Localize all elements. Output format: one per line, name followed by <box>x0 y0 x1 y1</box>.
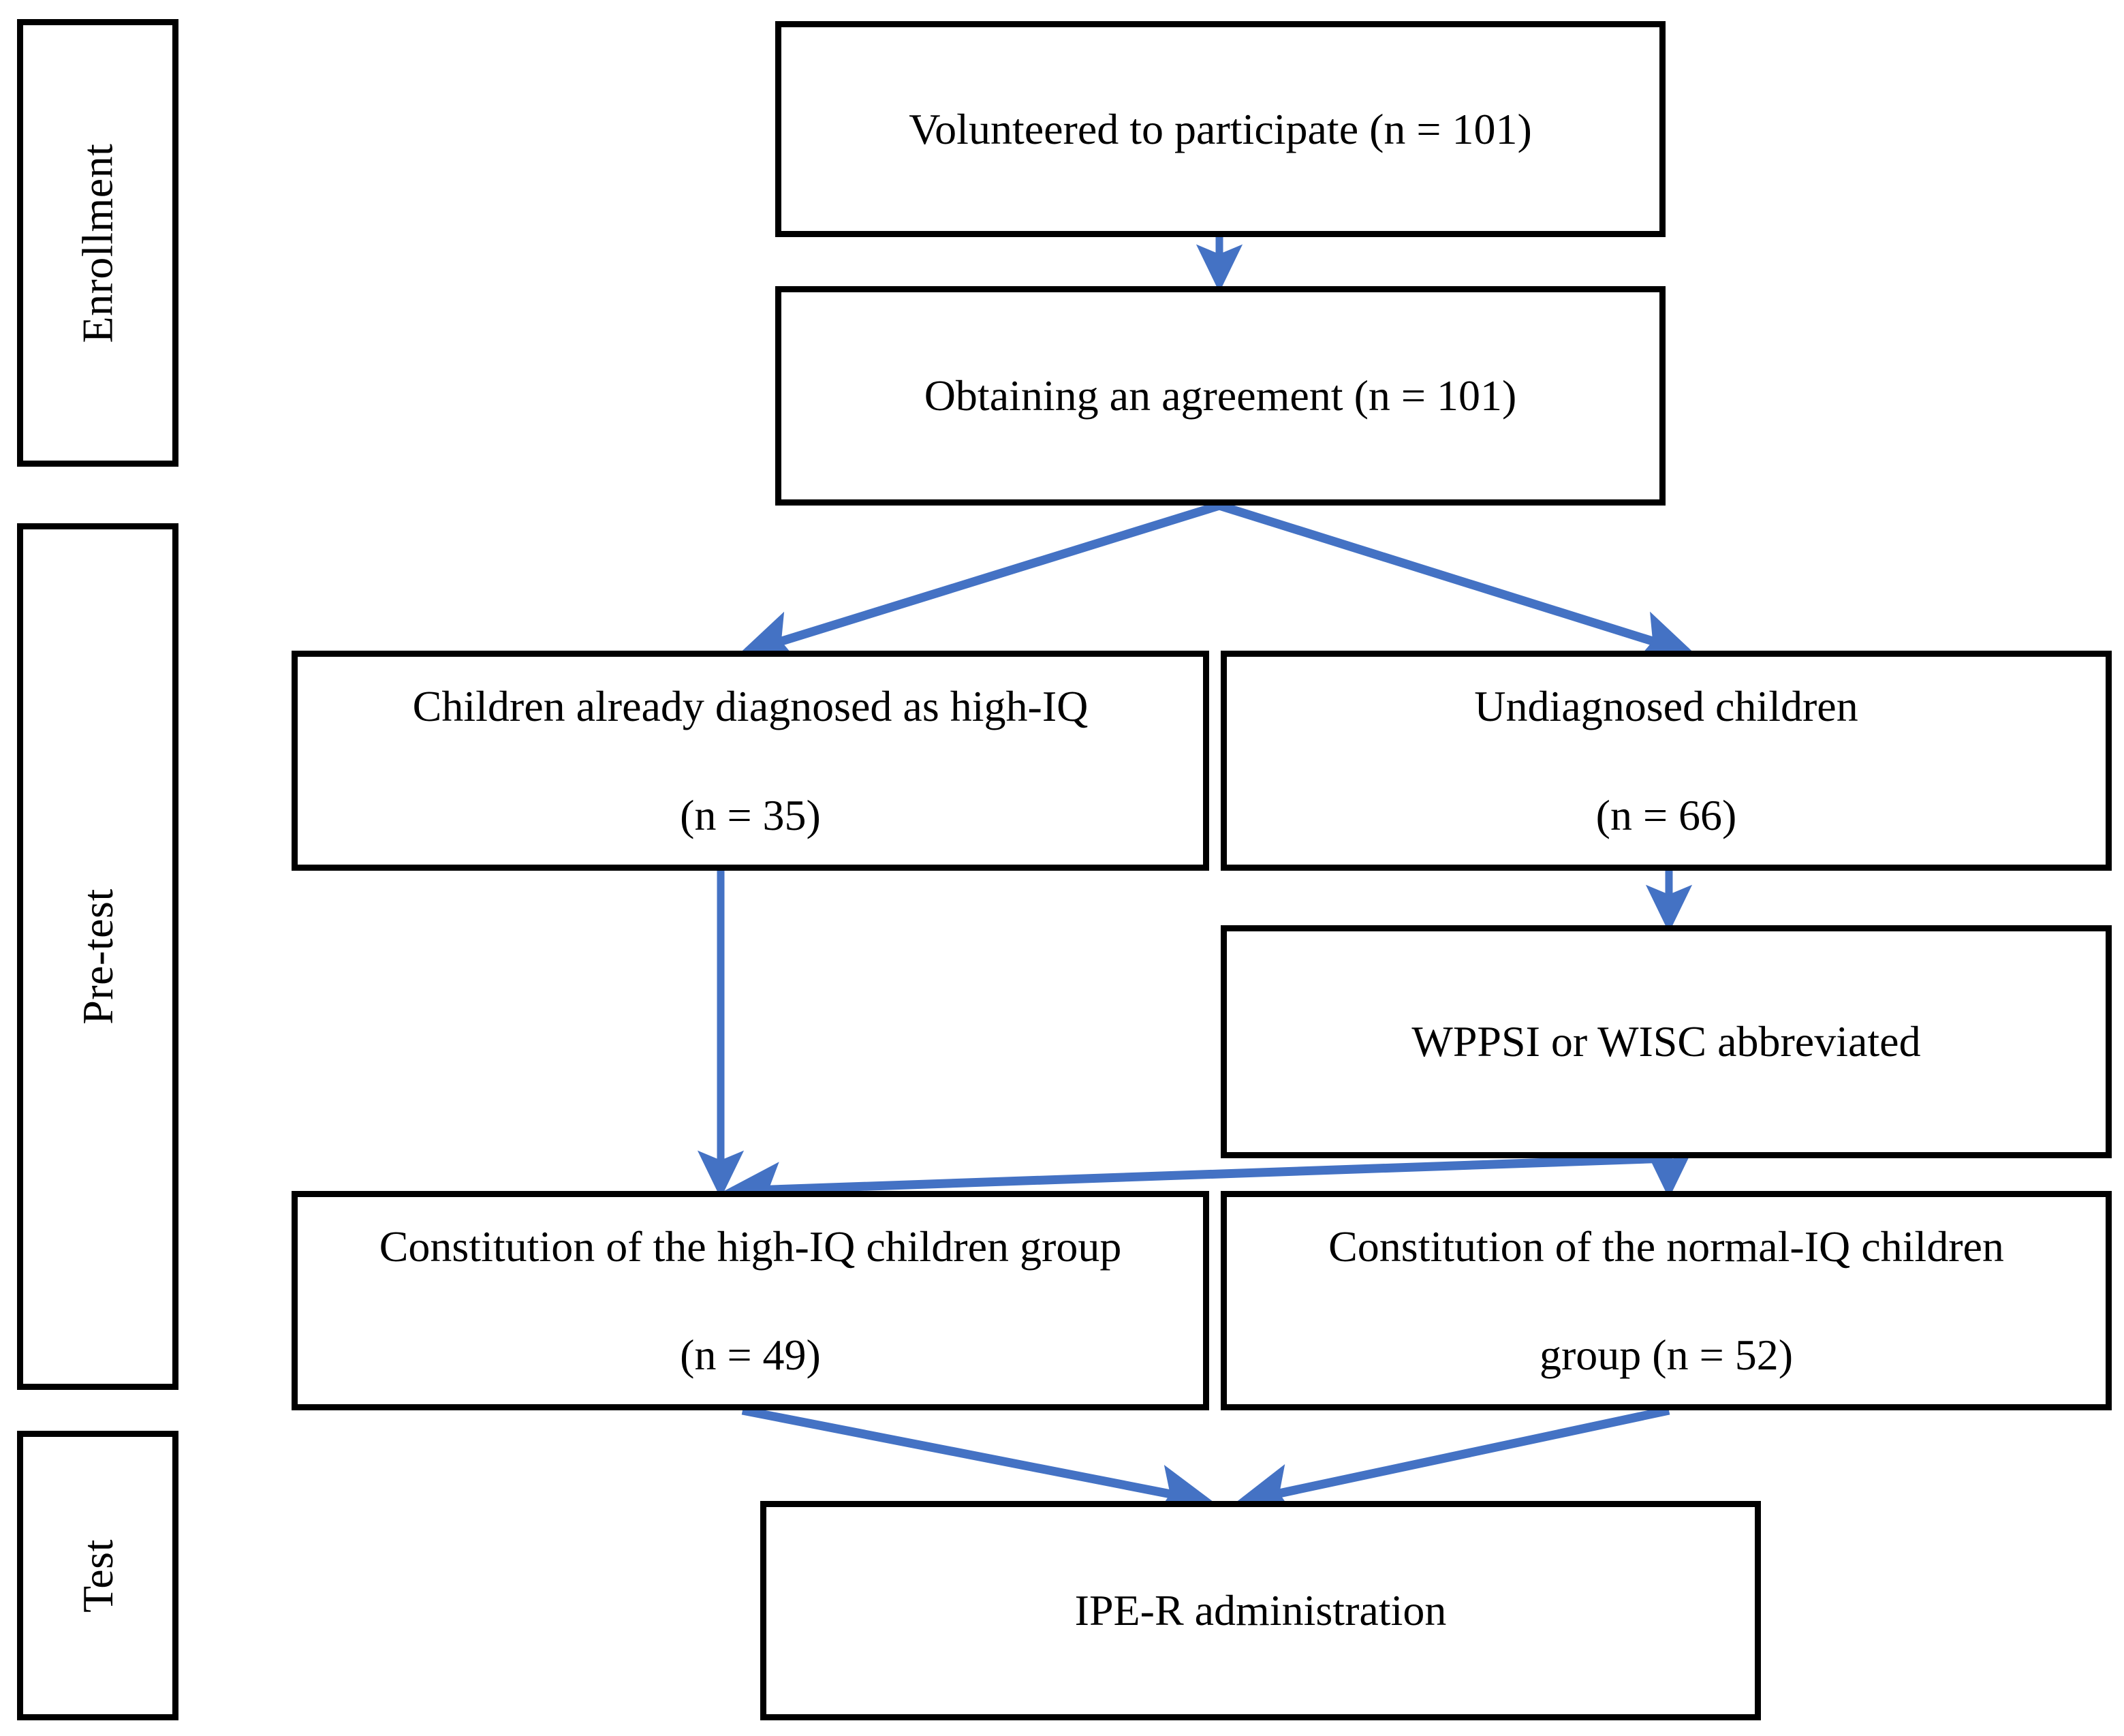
stage-label-pre-test: Pre-test <box>73 888 122 1025</box>
node-agreement-line-1: Obtaining an agreement (n = 101) <box>924 371 1517 420</box>
node-volunteered-line-1: Volunteered to participate (n = 101) <box>909 104 1532 153</box>
stage-label-test: Test <box>73 1538 122 1613</box>
node-normal-iq-group-line-1: Constitution of the normal-IQ children <box>1328 1222 2004 1271</box>
node-normal-iq-group-line-2: group (n = 52) <box>1539 1331 1794 1379</box>
node-undiagnosed-line-1: Undiagnosed children <box>1474 682 1858 731</box>
node-high-iq-group-line-2: (n = 49) <box>680 1331 821 1379</box>
node-high-iq-group: Constitution of the high-IQ children gro… <box>292 1191 1209 1410</box>
stage-box-enrollment: Enrollment <box>17 19 178 467</box>
node-already-diagnosed-line-2: (n = 35) <box>680 790 821 839</box>
node-already-diagnosed: Children already diagnosed as high-IQ (n… <box>292 651 1209 871</box>
edge-agreement-to-undiagnosed <box>1218 501 1696 664</box>
node-agreement: Obtaining an agreement (n = 101) <box>775 286 1666 506</box>
node-wppsi-wisc: WPPSI or WISC abbreviated <box>1221 925 2112 1158</box>
node-ipe-r: IPE-R administration <box>760 1501 1761 1720</box>
edge-wppsi-wisc-to-high-iq-group <box>723 1153 1670 1217</box>
node-undiagnosed-line-2: (n = 66) <box>1595 790 1737 839</box>
node-high-iq-group-line-1: Constitution of the high-IQ children gro… <box>379 1222 1122 1271</box>
node-wppsi-wisc-line-1: WPPSI or WISC abbreviated <box>1411 1017 1921 1066</box>
stage-label-enrollment: Enrollment <box>73 143 122 343</box>
edge-agreement-to-already-diagnosed <box>738 501 1221 664</box>
stage-box-test: Test <box>17 1431 178 1720</box>
node-already-diagnosed-line-1: Children already diagnosed as high-IQ <box>412 682 1089 731</box>
node-ipe-r-line-1: IPE-R administration <box>1074 1586 1447 1635</box>
node-undiagnosed: Undiagnosed children (n = 66) <box>1221 651 2112 871</box>
stage-box-pre-test: Pre-test <box>17 523 178 1390</box>
edge-high-iq-group-to-ipe-r <box>741 1406 1215 1519</box>
node-normal-iq-group: Constitution of the normal-IQ children g… <box>1221 1191 2112 1410</box>
node-volunteered: Volunteered to participate (n = 101) <box>775 21 1666 237</box>
edge-normal-iq-group-to-ipe-r <box>1235 1406 1670 1518</box>
